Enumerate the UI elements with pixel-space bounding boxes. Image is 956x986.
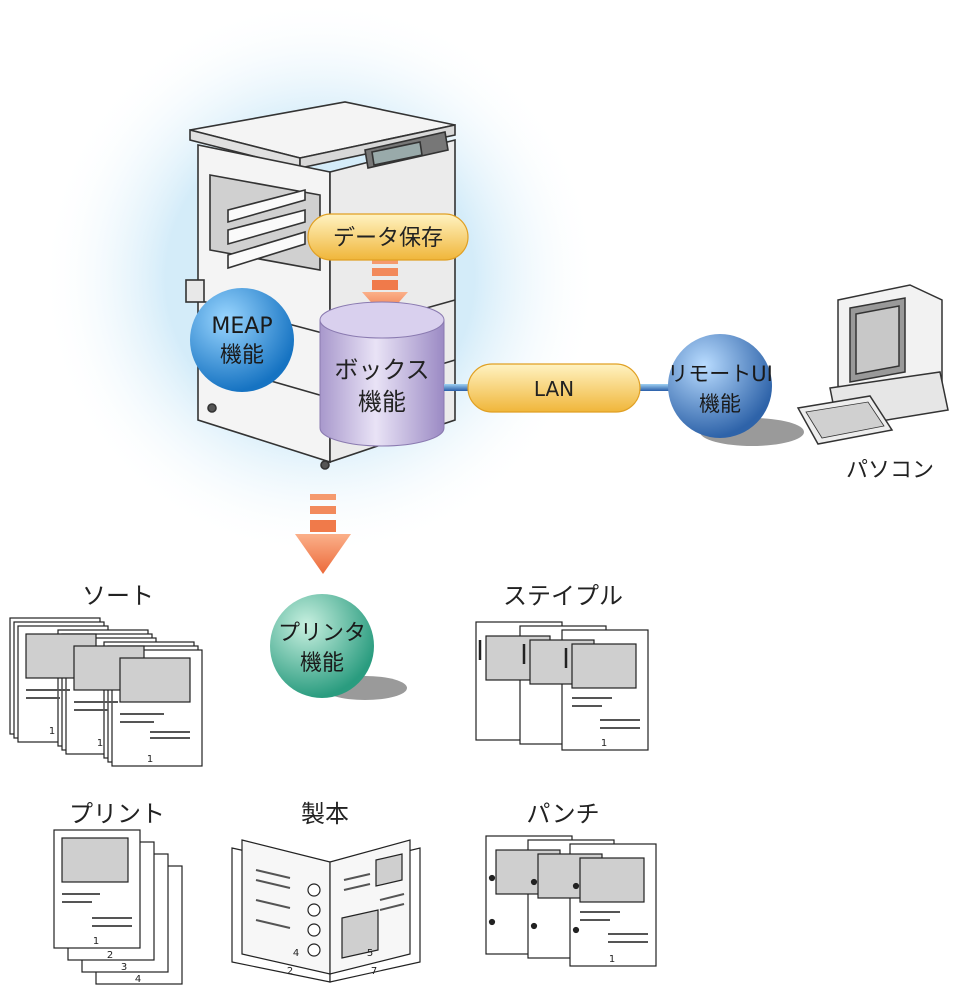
meap-function-node: MEAP 機能 (190, 288, 294, 392)
booklet-page-num-5: 5 (367, 948, 373, 959)
print-output-pages (53, 829, 183, 985)
punch-page-num: 1 (609, 954, 615, 965)
box-label-2: 機能 (358, 388, 406, 416)
data-save-node: データ保存 (307, 213, 469, 261)
printer-label-1: プリンタ (278, 621, 366, 646)
print-page-num-4: 4 (135, 974, 141, 985)
printer-label-2: 機能 (300, 651, 344, 676)
data-save-label: データ保存 (333, 226, 443, 251)
pc-label: パソコン (846, 458, 934, 483)
staple-page-text (572, 697, 640, 729)
punch-output-pages (485, 835, 657, 967)
staple-page-num: 1 (601, 738, 607, 749)
box-function-node: ボックス 機能 (319, 301, 445, 447)
print-page-num-3: 3 (121, 962, 127, 973)
remote-ui-node: リモートUI 機能 (667, 334, 804, 446)
sort-output-pages (9, 617, 203, 767)
sort-page-num-1: 1 (49, 726, 55, 737)
booklet-page-num-4: 4 (293, 948, 299, 959)
sort-page-num-2: 1 (97, 738, 103, 749)
booklet-page-num-7: 7 (371, 966, 377, 977)
staple-label: ステイプル (503, 582, 623, 610)
booklet-output (231, 839, 421, 983)
punch-page-text (580, 911, 648, 943)
sort-page-text (26, 689, 190, 739)
print-page-text (62, 893, 132, 927)
booklet-page-text (255, 869, 405, 929)
lan-link-right (636, 384, 670, 391)
remote-label-2: 機能 (699, 392, 741, 416)
staple-output-pages (475, 621, 649, 751)
pc-icon (796, 284, 949, 445)
lan-link-left (444, 384, 474, 391)
printer-function-node: プリンタ 機能 (270, 594, 407, 700)
meap-label-2: 機能 (220, 343, 264, 368)
meap-label-1: MEAP (211, 314, 272, 339)
print-page-num-2: 2 (107, 950, 113, 961)
arrow-to-printer (295, 494, 351, 574)
booklet-page-num-2: 2 (287, 966, 293, 977)
sort-page-num-3: 1 (147, 754, 153, 765)
booklet-label: 製本 (301, 800, 349, 828)
print-label: プリント (69, 800, 165, 828)
lan-node: LAN (467, 363, 641, 413)
punch-label: パンチ (526, 800, 599, 828)
remote-label-1: リモートUI (667, 362, 773, 386)
lan-label: LAN (534, 377, 574, 401)
print-page-num-1: 1 (93, 936, 99, 947)
box-label-1: ボックス (334, 356, 429, 384)
sort-label: ソート (82, 582, 154, 610)
